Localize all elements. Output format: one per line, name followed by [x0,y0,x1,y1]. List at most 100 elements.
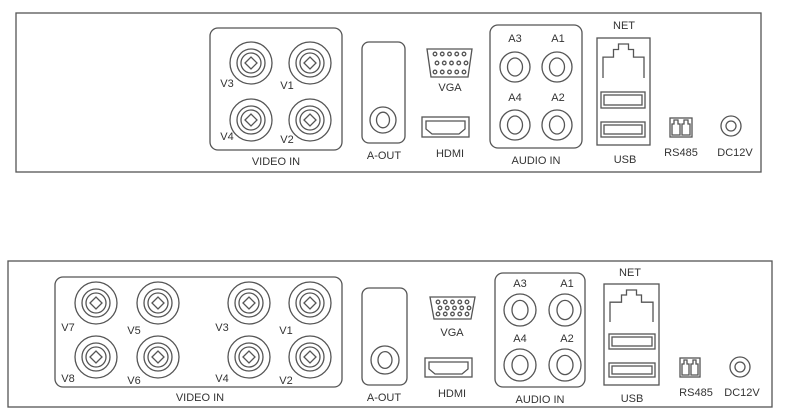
vga-pin [441,60,447,66]
panel-8ch-frame [7,260,773,408]
rs485-label: RS485 [664,147,698,159]
bnc-ring [81,342,111,372]
vga-label: VGA [438,82,462,94]
vga-port-icon [426,48,473,78]
rca-jack-icon [369,106,397,134]
vga-pin [432,69,438,75]
rca-outer [541,109,573,141]
rca-outer [541,51,573,83]
vga-pin [456,60,462,66]
video-label: V3 [215,322,228,334]
bnc-pin [303,350,317,364]
bnc-outer [227,281,271,325]
bnc-pin [151,350,165,364]
bnc-pin [244,113,258,127]
hdmi-socket [428,361,469,375]
bnc-connector-icon [136,281,180,325]
video-in-group-frame [209,27,343,151]
video-label: V1 [280,80,293,92]
net-usb-frame [596,37,651,146]
bnc-connector-icon [227,335,271,379]
vga-pin [452,305,457,311]
hdmi-frame [421,116,470,138]
bnc-connector-icon [288,281,332,325]
rs485-pin [681,119,691,136]
usb-frame [608,362,656,378]
vga-pin [435,299,441,305]
vga-port-icon [429,296,476,320]
vga-pin [466,305,472,311]
usb-port-icon [600,121,646,138]
vga-pin [457,311,463,317]
audio-label: A2 [551,92,564,104]
vga-pin [437,305,443,311]
audio-in-group-frame [489,24,583,149]
bnc-connector-icon [288,335,332,379]
vga-pin [463,60,469,66]
bnc-pin [244,56,258,70]
vga-pin [434,60,440,66]
vga-pin [454,51,460,57]
rj45-port-icon [609,289,654,322]
hdmi-frame [424,357,473,378]
panel-4ch-frame [15,12,762,173]
bnc-pin [151,296,165,310]
vga-pin [447,51,452,57]
vga-pin [461,51,467,57]
video-in-label: VIDEO IN [252,156,300,168]
vga-pin [432,51,438,57]
usb-label: USB [614,154,637,166]
hdmi-label: HDMI [438,388,466,400]
bnc-connector-icon [74,335,118,379]
rs485-frame [679,357,701,378]
bnc-inner [85,292,107,314]
audio-in-label: AUDIO IN [516,394,565,406]
audio-label: A1 [560,278,573,290]
rca-inner [375,111,391,129]
bnc-inner [147,292,169,314]
bnc-ring [81,288,111,318]
bnc-outer [136,335,180,379]
rca-outer [503,293,537,327]
rca-inner [511,299,529,321]
dc-power-jack-icon [729,356,751,378]
video-label: V4 [215,373,228,385]
vga-pin [461,69,467,75]
bnc-pin [242,350,256,364]
vga-pin [464,299,470,305]
rca-outer [369,106,397,134]
hdmi-label: HDMI [436,148,464,160]
video-in-group-frame [54,276,343,388]
bnc-inner [299,109,321,131]
bnc-connector-icon [288,41,332,85]
rca-inner [506,57,524,77]
audio-out-label: A-OUT [367,392,402,404]
bnc-connector-icon [74,281,118,325]
panel-8ch-labels: V7 V5 V3 V1 V8 V6 V4 V2 VIDEO IN A-OUT V… [61,267,760,406]
bnc-inner [299,292,321,314]
usb-frame [600,121,646,138]
rca-jack-icon [499,109,531,141]
audio-in-label: AUDIO IN [512,155,561,167]
vga-pin [447,69,452,75]
vga-shell [426,48,473,78]
hdmi-socket [425,120,466,135]
bnc-connector-icon [136,335,180,379]
rca-outer [548,348,582,382]
rca-jack-icon [499,51,531,83]
rs485-terminal-icon [669,117,693,138]
bnc-inner [299,346,321,368]
vga-label: VGA [440,327,464,339]
video-in-label: VIDEO IN [176,392,224,404]
vga-pin [444,305,450,311]
bnc-connector-icon [288,98,332,142]
audio-label: A3 [508,33,521,45]
bnc-pin [89,350,103,364]
bnc-outer [288,281,332,325]
bnc-outer [74,281,118,325]
bnc-outer [229,41,273,85]
vga-pin [439,69,445,75]
bnc-inner [240,109,262,131]
usb-tongue [611,336,653,347]
